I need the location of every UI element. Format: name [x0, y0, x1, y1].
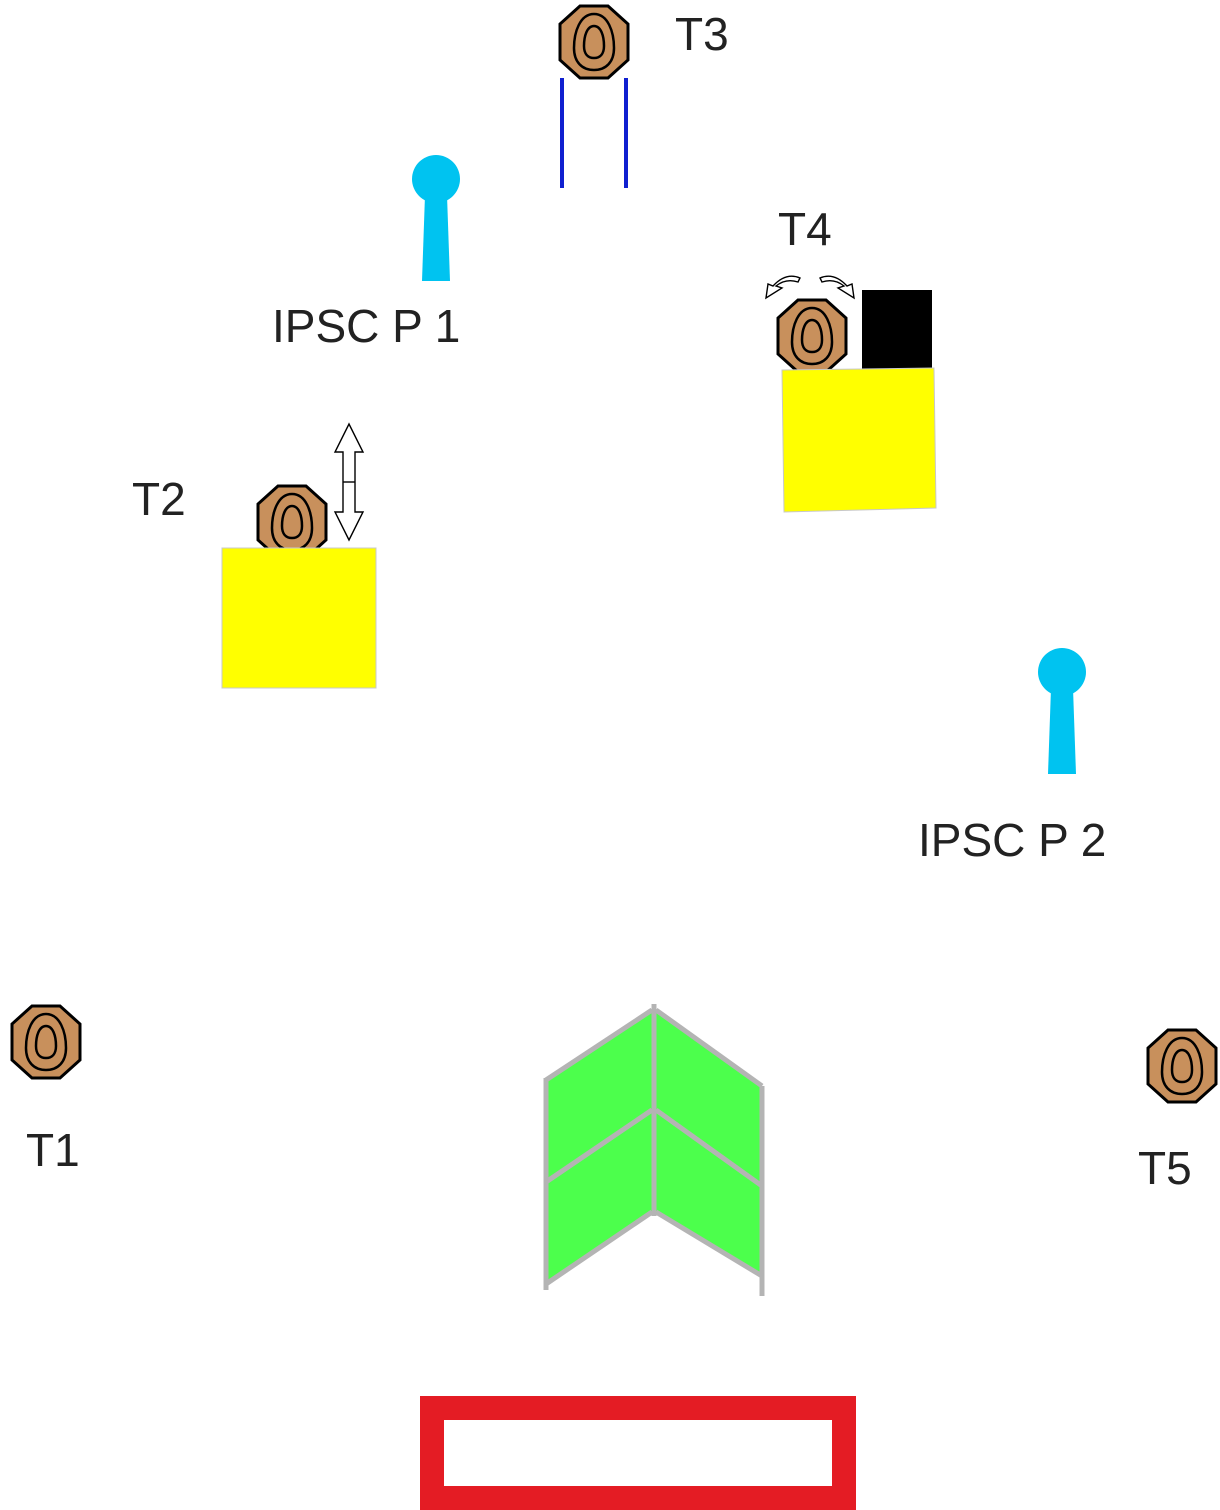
wall-green-v [543, 1004, 765, 1296]
ipsc-paper-target-icon [256, 484, 328, 560]
barrel-t4 [781, 367, 937, 513]
label-t4: T4 [778, 203, 832, 255]
ipsc-paper-target-icon [776, 298, 848, 374]
swing-arrows-icon [765, 275, 855, 300]
label-popper-2: IPSC P 2 [918, 814, 1106, 866]
ipsc-popper-1-icon [412, 155, 460, 281]
label-t3: T3 [675, 8, 729, 60]
target-t3 [558, 4, 630, 188]
barrel-t2 [221, 547, 377, 689]
ipsc-paper-target-icon [1146, 1028, 1218, 1104]
start-box [420, 1396, 856, 1510]
hard-cover [862, 290, 932, 380]
label-t2: T2 [132, 473, 186, 525]
label-t5: T5 [1138, 1142, 1192, 1194]
ipsc-popper-2-icon [1038, 648, 1086, 774]
ipsc-paper-target-icon [10, 1004, 82, 1080]
label-popper-1: IPSC P 1 [272, 300, 460, 352]
ipsc-paper-target-icon [558, 4, 630, 80]
up-down-arrow-icon [333, 422, 365, 542]
label-t1: T1 [26, 1124, 80, 1176]
